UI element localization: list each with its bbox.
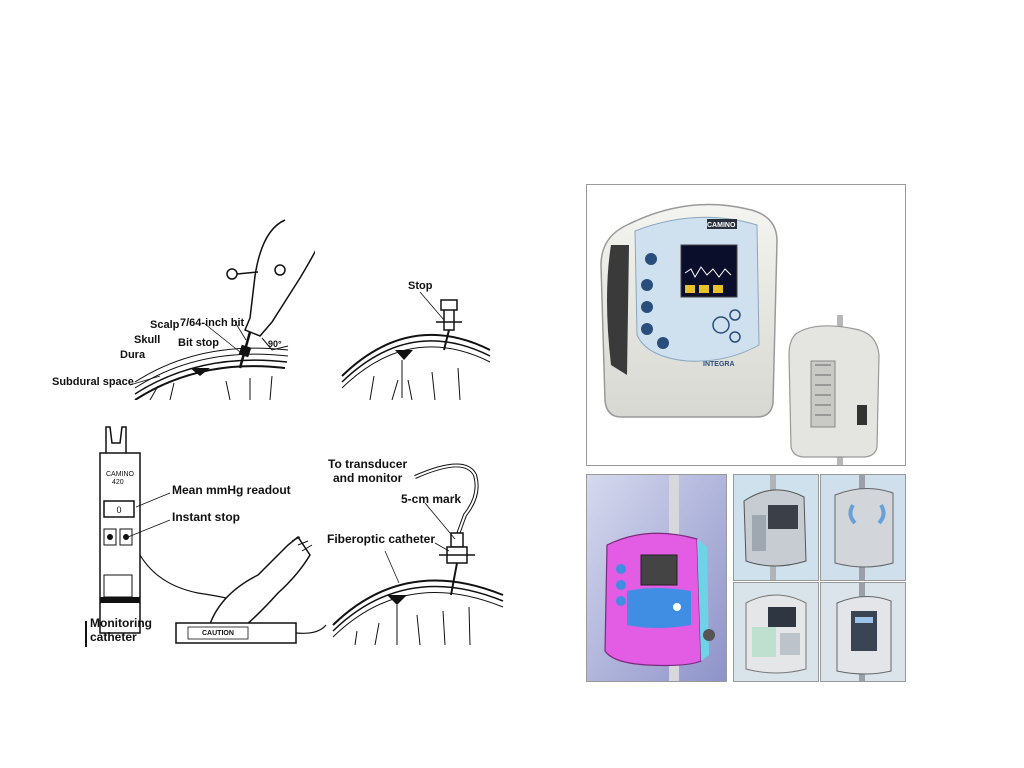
label-scalp: Scalp [150,319,180,331]
label-device-model-1: CAMINO [106,471,134,478]
panel-monitor: 0 CAMINO 420 CAUTION Mean mmHg readout I… [78,425,328,647]
photo-device-d [820,582,906,682]
panel-stop: Stop [340,280,495,400]
drilling-illustration [129,219,315,400]
label-angle: 90° [268,339,282,349]
monitor-illustration: 0 [85,426,327,647]
label-bit: 7/64-inch bit [180,317,245,329]
label-to-transducer-1: To transducer [328,457,408,471]
label-device-brand: CAMINO [707,222,736,229]
label-to-transducer-2: and monitor [333,471,403,485]
label-mean-readout: Mean mmHg readout [172,483,291,497]
label-monitoring-1: Monitoring [90,616,152,630]
fiberoptic-illustration [332,463,504,645]
label-skull: Skull [134,334,161,346]
photo-cad-render [586,474,727,682]
label-integra: INTEGRA [703,361,735,368]
label-fiberoptic-catheter: Fiberoptic catheter [327,532,436,546]
label-subdural-space: Subdural space [52,376,134,388]
photo-camino-monitor: CAMINO INTEGRA [586,184,906,466]
label-dura: Dura [120,349,146,361]
photo-device-c [733,582,819,682]
label-monitoring-2: catheter [90,630,137,644]
svg-text:0: 0 [116,505,121,515]
label-caution: CAUTION [202,630,234,637]
panel-drilling: Scalp 7/64-inch bit Skull Bit stop Dura … [50,218,315,400]
photo-device-a [733,474,819,581]
label-bit-stop: Bit stop [178,337,219,349]
label-stop: Stop [408,280,433,292]
label-five-cm-mark: 5-cm mark [401,492,462,506]
photo-device-b [820,474,906,581]
label-instant-stop: Instant stop [172,510,240,524]
stop-illustration [341,291,491,400]
label-device-model-2: 420 [112,479,124,486]
panel-fiberoptic: To transducer and monitor 5-cm mark Fibe… [325,455,505,645]
